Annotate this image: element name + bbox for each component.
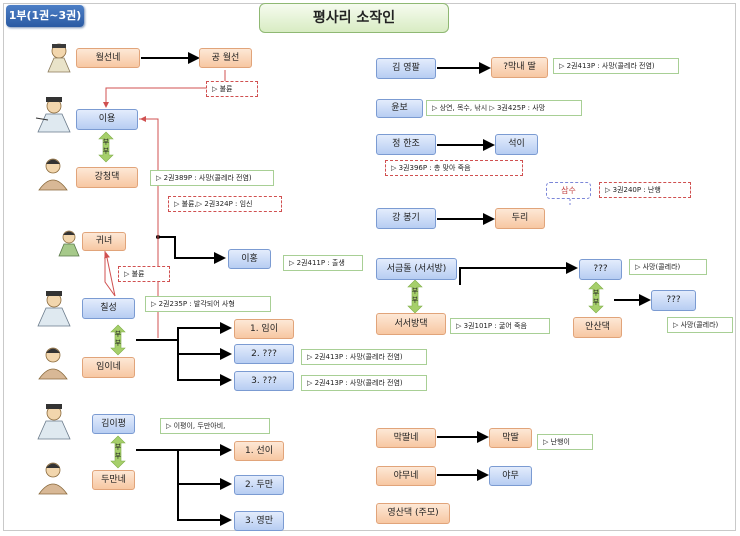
arrow-imi1 <box>136 322 232 341</box>
arrow-gwine-ihong <box>158 236 226 264</box>
node-gwine: 귀녀 <box>82 232 126 251</box>
node-imi3: 3. ??? <box>234 371 294 391</box>
scholar-avatar-icon <box>37 291 71 327</box>
volume-tag: 1부(1권~3권) <box>6 5 84 27</box>
note-yunbo: ▷ 상연, 목수, 낚시 ▷ 3권425P : 사망 <box>426 100 582 116</box>
node-gong-wolseon: 공 월선 <box>199 48 252 68</box>
line-gwine-chilseong <box>104 250 116 297</box>
node-ihong: 이홍 <box>228 249 271 269</box>
node-seoni: 1. 선이 <box>234 441 284 461</box>
node-imi2: 2. ??? <box>234 344 294 364</box>
node-unknown-a: ??? <box>579 259 622 280</box>
node-imi1: 1. 임이 <box>234 319 294 339</box>
node-yunbo: 윤보 <box>376 99 423 118</box>
note-gangcheongdaek: ▷ 2권389P : 사망(콜레라 전염) <box>150 170 274 186</box>
note-hanjo: ▷ 3권396P : 총 맞아 죽음 <box>385 160 523 176</box>
man-avatar-icon <box>47 43 71 73</box>
woman-avatar-icon <box>38 158 68 191</box>
node-yamune: 야무네 <box>376 466 436 486</box>
node-kimyeongpal: 김 영팔 <box>376 58 436 79</box>
node-yeongsandaek: 영산댁 (주모) <box>376 503 450 524</box>
node-yeongman: 3. 영만 <box>234 511 284 531</box>
node-seoseobangdaek: 서서방댁 <box>376 313 446 335</box>
node-ansandaek: 안산댁 <box>573 317 622 338</box>
page-title: 평사리 소작인 <box>259 3 449 33</box>
node-jeonghanjo: 정 한조 <box>376 134 436 155</box>
note-ihong: ▷ 2권411P : 출생 <box>283 255 363 271</box>
spouse-label: 부부 <box>592 289 600 306</box>
node-gangbonggi: 강 봉기 <box>376 208 436 229</box>
spouse-label: 부부 <box>411 287 419 304</box>
note-unknown-b: ▷ 사망(콜레라) <box>667 317 733 333</box>
node-duri: 두리 <box>495 208 545 229</box>
node-seogeumdol: 서금돌 (서서방) <box>376 258 457 280</box>
note-kimipyeong: ▷ 이평이, 두만아비, <box>160 418 270 434</box>
node-yamu: 야무 <box>489 466 532 486</box>
spouse-label: 부부 <box>114 443 122 460</box>
note-imi2: ▷ 2권413P : 사망(콜레라 전염) <box>301 349 427 365</box>
node-unknown-b: ??? <box>651 290 696 311</box>
line-gongwolseon-iyong <box>103 70 226 108</box>
node-makne-ttal: ?막내 딸 <box>491 57 548 78</box>
node-makttal: 막딸 <box>489 428 532 448</box>
woman-avatar-icon <box>58 230 80 257</box>
note-affair: ▷ 불륜 <box>118 266 170 282</box>
node-wolseonne: 월선네 <box>76 48 140 68</box>
note-samsu: ▷ 3권240P : 난행 <box>599 182 691 198</box>
node-seoki: 석이 <box>495 134 538 155</box>
node-iyong: 이용 <box>76 109 138 130</box>
node-makttalne: 막딸네 <box>376 428 436 448</box>
note-seoseobangdaek: ▷ 3권101P : 굶어 죽음 <box>450 318 550 334</box>
node-chilseong: 칠성 <box>82 298 135 319</box>
woman-avatar-icon <box>38 462 68 495</box>
arrow-seogeumdol-unknowna <box>459 262 578 285</box>
node-imine: 임이네 <box>82 357 135 378</box>
note-imi3: ▷ 2권413P : 사망(콜레라 전염) <box>301 375 427 391</box>
woman-avatar-icon <box>38 347 68 380</box>
note-makttal: ▷ 난행이 <box>537 434 593 450</box>
note-unknown-a: ▷ 사망(콜레라) <box>629 259 707 275</box>
node-gangcheongdaek: 강청댁 <box>76 167 138 188</box>
scholar-avatar-icon <box>37 404 71 440</box>
node-kimipyeong: 김이평 <box>92 414 135 434</box>
node-dumanne: 두만네 <box>92 470 135 490</box>
spouse-arrows <box>98 131 604 469</box>
node-duman: 2. 두만 <box>234 475 284 495</box>
note-affair-pregnancy: ▷ 불륜,▷ 2권324P : 임신 <box>168 196 282 212</box>
scholar-avatar-icon <box>35 97 71 133</box>
spouse-label: 부부 <box>114 330 122 347</box>
note-makne: ▷ 2권413P : 사망(콜레라 전염) <box>553 58 679 74</box>
note-chilseong: ▷ 2권235P : 발각되어 사형 <box>145 296 271 312</box>
spouse-label: 부부 <box>102 138 110 155</box>
arrow-imi3 <box>177 340 232 386</box>
node-samsu: 삼수 <box>546 182 591 199</box>
note-affair: ▷ 불륜 <box>206 81 258 97</box>
